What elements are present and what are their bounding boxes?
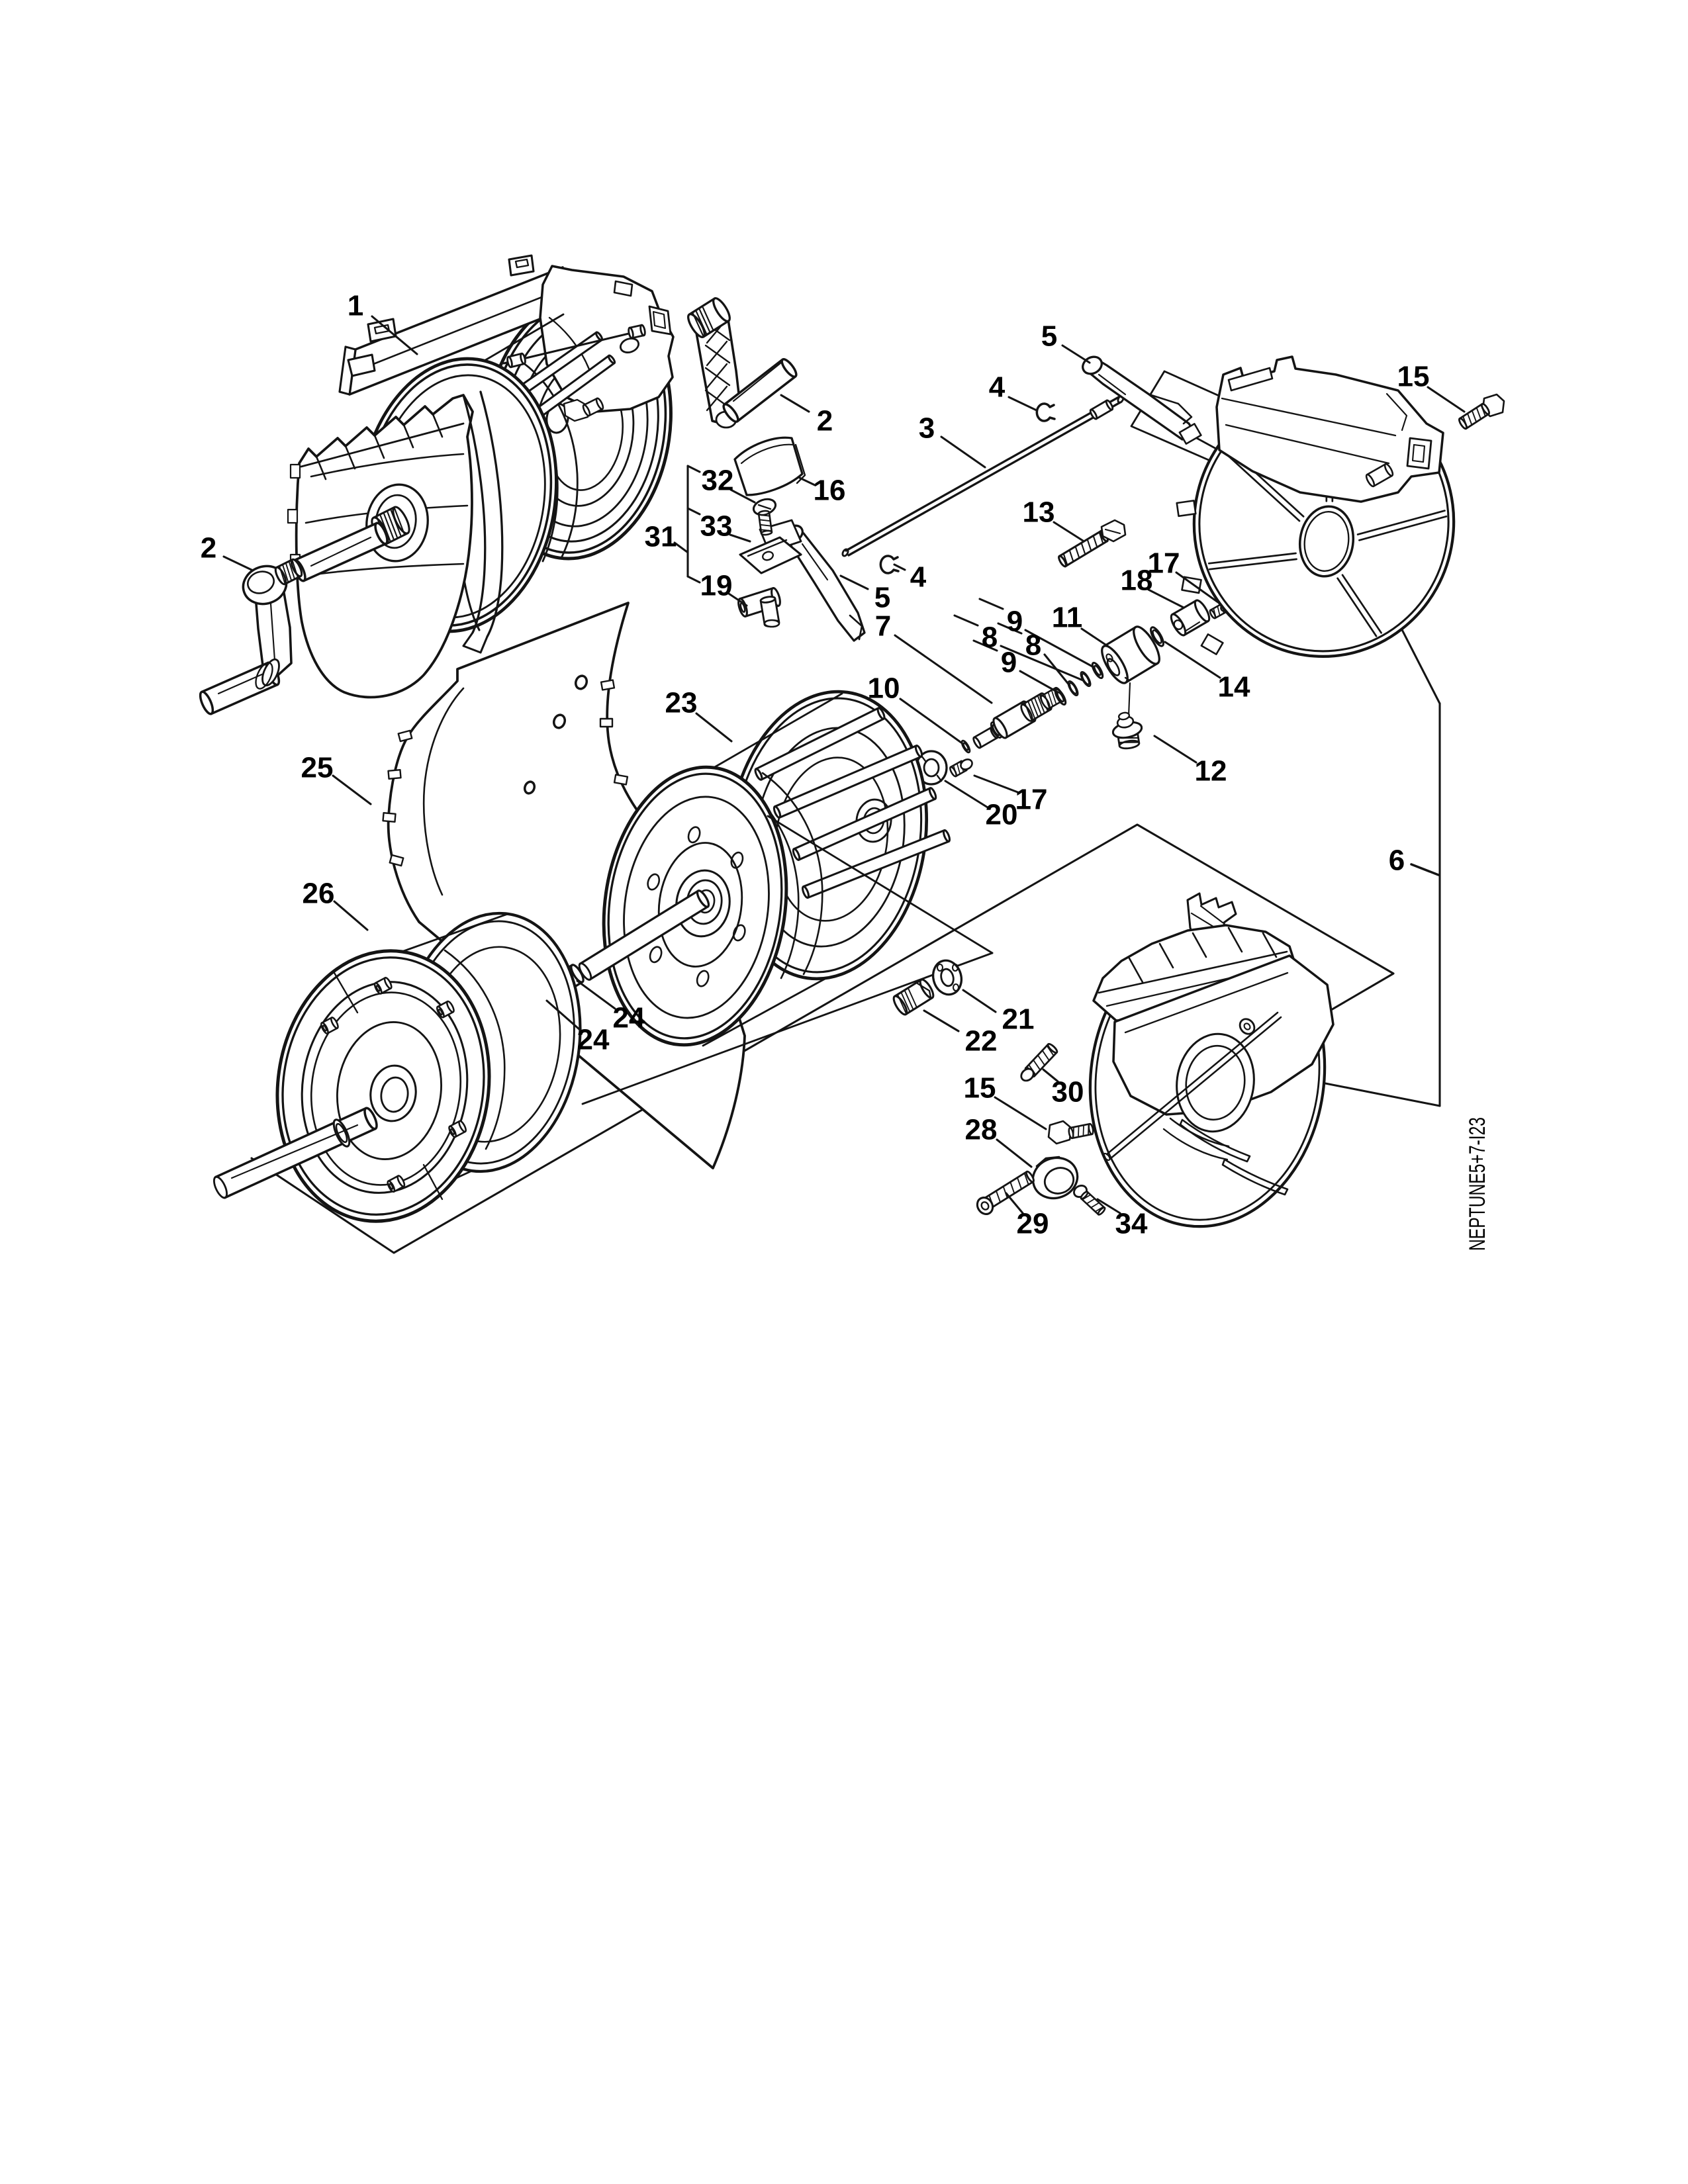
svg-text:10: 10 — [868, 672, 900, 705]
svg-text:19: 19 — [700, 570, 733, 602]
svg-text:11: 11 — [1052, 602, 1083, 634]
svg-text:23: 23 — [665, 687, 698, 719]
svg-text:26: 26 — [303, 878, 335, 910]
svg-text:34: 34 — [1115, 1208, 1148, 1240]
svg-text:NEPTUNE5+7-I23: NEPTUNE5+7-I23 — [1465, 1117, 1490, 1251]
svg-text:12: 12 — [1195, 755, 1227, 788]
svg-text:2: 2 — [817, 405, 833, 437]
svg-text:33: 33 — [700, 510, 733, 543]
svg-text:14: 14 — [1218, 671, 1250, 704]
svg-text:13: 13 — [1023, 496, 1055, 529]
svg-text:3: 3 — [919, 412, 935, 445]
svg-text:5: 5 — [874, 582, 890, 614]
svg-text:17: 17 — [1015, 784, 1048, 816]
svg-text:28: 28 — [965, 1114, 998, 1146]
svg-text:15: 15 — [964, 1072, 996, 1105]
svg-text:30: 30 — [1052, 1076, 1084, 1109]
svg-text:16: 16 — [814, 475, 846, 507]
svg-text:25: 25 — [301, 752, 334, 784]
svg-text:8: 8 — [1025, 629, 1041, 662]
svg-text:22: 22 — [965, 1025, 998, 1058]
svg-text:7: 7 — [875, 610, 891, 643]
svg-text:4: 4 — [989, 371, 1006, 404]
svg-text:15: 15 — [1397, 361, 1430, 393]
svg-text:31: 31 — [645, 521, 677, 553]
svg-text:1: 1 — [348, 290, 363, 322]
svg-text:21: 21 — [1002, 1003, 1035, 1036]
svg-text:20: 20 — [986, 799, 1018, 831]
svg-text:2: 2 — [201, 532, 216, 565]
svg-text:6: 6 — [1389, 844, 1405, 877]
svg-text:9: 9 — [1007, 606, 1023, 638]
svg-text:17: 17 — [1148, 547, 1180, 580]
svg-text:32: 32 — [702, 465, 734, 497]
svg-text:8: 8 — [982, 621, 998, 654]
svg-text:24: 24 — [577, 1024, 610, 1056]
svg-text:24: 24 — [613, 1002, 645, 1034]
svg-text:5: 5 — [1041, 320, 1057, 353]
svg-text:29: 29 — [1017, 1208, 1049, 1240]
svg-text:9: 9 — [1001, 647, 1017, 679]
svg-text:4: 4 — [910, 561, 927, 594]
svg-text:18: 18 — [1121, 565, 1153, 597]
